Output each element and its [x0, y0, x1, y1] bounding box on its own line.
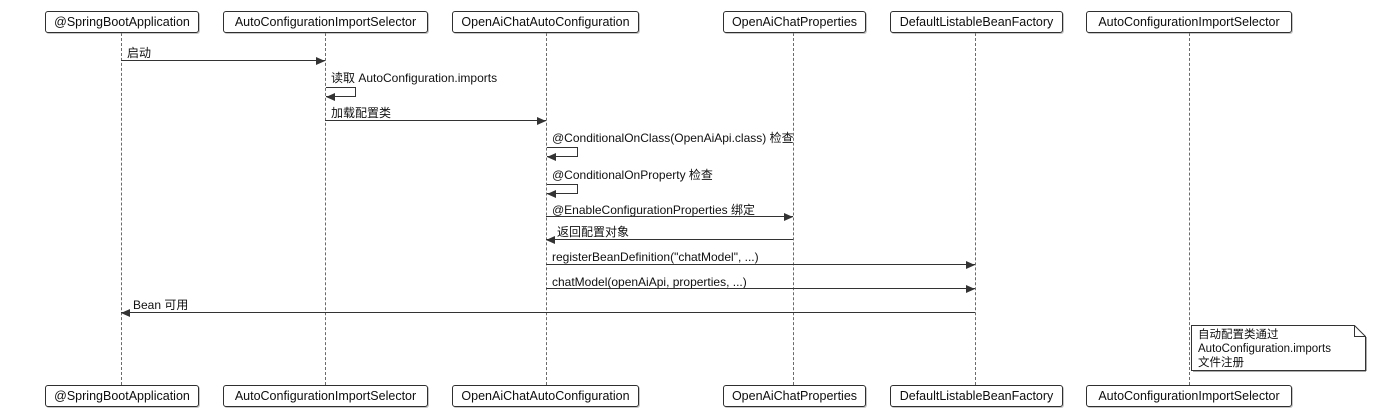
participant-label: OpenAiChatProperties — [731, 389, 858, 403]
participant-label: AutoConfigurationImportSelector — [234, 389, 417, 403]
arrowhead-right-icon — [966, 261, 975, 269]
self-message-line — [547, 184, 577, 185]
participant-label: AutoConfigurationImportSelector — [1098, 389, 1280, 403]
self-message-line — [547, 156, 577, 157]
self-message-line — [547, 193, 577, 194]
message-line — [121, 60, 325, 61]
participant-bottom-open-ai-chat-auto-configuration: OpenAiChatAutoConfiguration — [452, 385, 639, 407]
lifeline-open-ai-chat-auto-configuration — [546, 33, 547, 385]
note-line: 自动配置类通过 — [1198, 329, 1279, 341]
arrowhead-left-icon — [326, 93, 335, 101]
lifeline-default-listable-bean-factory — [975, 33, 976, 385]
participant-label: AutoConfigurationImportSelector — [234, 15, 417, 29]
message-label-enable-configuration-properties: @EnableConfigurationProperties 绑定 — [552, 203, 755, 217]
participant-bottom-open-ai-chat-properties: OpenAiChatProperties — [723, 385, 866, 407]
participant-top-auto-configuration-import-selector: AutoConfigurationImportSelector — [223, 11, 428, 33]
participant-bottom-spring-boot-application: @SpringBootApplication — [45, 385, 199, 407]
message-label-register-bean-definition: registerBeanDefinition("chatModel", ...) — [552, 250, 759, 264]
message-label-chat-model-factory: chatModel(openAiApi, properties, ...) — [552, 275, 747, 289]
message-label-bean-available: Bean 可用 — [133, 298, 189, 312]
note-line: 文件注册 — [1198, 357, 1244, 369]
arrowhead-right-icon — [316, 57, 325, 65]
message-line — [325, 120, 546, 121]
participant-bottom-default-listable-bean-factory: DefaultListableBeanFactory — [890, 385, 1063, 407]
self-message-line — [577, 147, 578, 157]
note: 自动配置类通过 AutoConfiguration.imports 文件注册 — [1191, 325, 1367, 372]
message-label-read-imports: 读取 AutoConfiguration.imports — [331, 71, 498, 85]
self-message-line — [326, 87, 355, 88]
message-line — [546, 288, 975, 289]
lifeline-spring-boot-application — [121, 33, 122, 385]
arrowhead-left-icon — [121, 309, 130, 317]
message-line — [121, 312, 975, 313]
arrowhead-right-icon — [784, 213, 793, 221]
message-label-return-config-object: 返回配置对象 — [557, 225, 630, 239]
message-line — [546, 216, 793, 217]
message-label-conditional-on-class: @ConditionalOnClass(OpenAiApi.class) 检查 — [552, 131, 794, 145]
participant-top-open-ai-chat-properties: OpenAiChatProperties — [723, 11, 866, 33]
arrowhead-left-icon — [547, 190, 556, 198]
participant-label: OpenAiChatAutoConfiguration — [461, 15, 630, 29]
participant-label: OpenAiChatProperties — [731, 15, 858, 29]
participant-top-spring-boot-application: @SpringBootApplication — [45, 11, 199, 33]
note-shape-icon — [1191, 325, 1367, 372]
participant-label: OpenAiChatAutoConfiguration — [461, 389, 630, 403]
lifeline-open-ai-chat-properties — [793, 33, 794, 385]
arrowhead-right-icon — [966, 285, 975, 293]
lifeline-auto-configuration-import-selector-2 — [1189, 33, 1190, 385]
message-label-load-config-class: 加载配置类 — [331, 106, 392, 120]
arrowhead-left-icon — [547, 153, 556, 161]
participant-label: DefaultListableBeanFactory — [899, 15, 1054, 29]
self-message-line — [326, 96, 355, 97]
self-message-line — [577, 184, 578, 194]
participant-label: DefaultListableBeanFactory — [899, 389, 1054, 403]
self-message-line — [355, 87, 356, 97]
message-line — [546, 264, 975, 265]
message-label-conditional-on-property: @ConditionalOnProperty 检查 — [552, 168, 713, 182]
message-label-start: 启动 — [127, 46, 152, 60]
participant-top-auto-configuration-import-selector-2: AutoConfigurationImportSelector — [1086, 11, 1292, 33]
participant-top-default-listable-bean-factory: DefaultListableBeanFactory — [890, 11, 1063, 33]
lifeline-auto-configuration-import-selector — [325, 33, 326, 385]
participant-bottom-auto-configuration-import-selector: AutoConfigurationImportSelector — [223, 385, 428, 407]
participant-label: @SpringBootApplication — [54, 15, 190, 29]
self-message-line — [547, 147, 577, 148]
participant-label: @SpringBootApplication — [54, 389, 190, 403]
arrowhead-left-icon — [546, 236, 555, 244]
participant-bottom-auto-configuration-import-selector-2: AutoConfigurationImportSelector — [1086, 385, 1292, 407]
arrowhead-right-icon — [537, 117, 546, 125]
participant-top-open-ai-chat-auto-configuration: OpenAiChatAutoConfiguration — [452, 11, 639, 33]
note-text: 自动配置类通过 AutoConfiguration.imports 文件注册 — [1198, 328, 1331, 370]
message-line — [546, 239, 793, 240]
note-line: AutoConfiguration.imports — [1198, 343, 1331, 355]
participant-label: AutoConfigurationImportSelector — [1098, 15, 1280, 29]
